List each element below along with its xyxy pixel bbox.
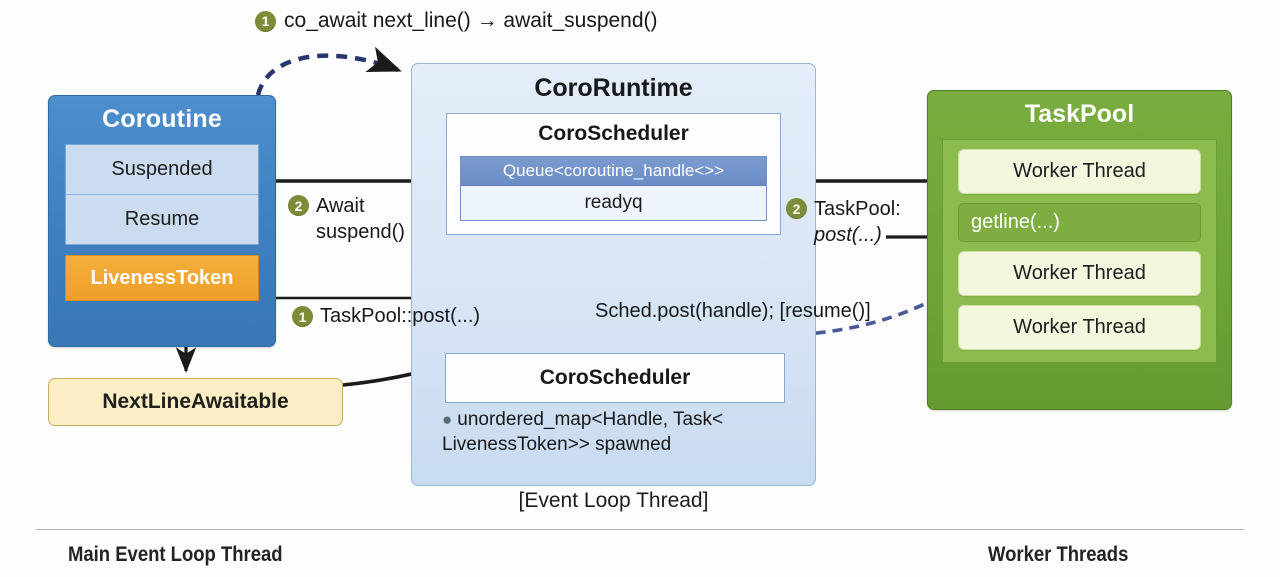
coro-scheduler-box-2: CoroScheduler bbox=[445, 353, 785, 403]
step-badge-1: 1 bbox=[255, 10, 276, 32]
event-loop-thread-label: [Event Loop Thread] bbox=[518, 489, 709, 512]
arrow-co-await-dashed bbox=[255, 46, 402, 96]
callout-await-suspend: 2 Await suspend() bbox=[288, 192, 418, 245]
taskpool-box: TaskPool Worker Thread getline(...) Work… bbox=[927, 90, 1232, 410]
coroutine-title: Coroutine bbox=[102, 105, 222, 133]
footer-divider bbox=[36, 529, 1244, 530]
liveness-token-box: LivenessToken bbox=[65, 255, 259, 301]
footer-label-main-thread: Main Event Loop Thread bbox=[68, 543, 283, 566]
step-badge-1-post: 1 bbox=[292, 306, 313, 328]
worker-thread-3: Worker Thread bbox=[958, 305, 1201, 350]
step-badge-2-await: 2 bbox=[288, 195, 309, 217]
callout-await-line2: suspend() bbox=[316, 220, 405, 243]
bullet-dot: ● bbox=[442, 410, 453, 429]
coroutime-runtime-title: CoroRuntime bbox=[534, 74, 693, 102]
footer-label-worker-threads: Worker Threads bbox=[988, 543, 1129, 566]
taskpool-title: TaskPool bbox=[1024, 100, 1135, 128]
callout-taskpool-2-line2: post(...) bbox=[814, 223, 882, 246]
callout-taskpool-2-line1: TaskPool: bbox=[814, 197, 901, 220]
taskpool-worker-list: Worker Thread getline(...) Worker Thread… bbox=[942, 139, 1217, 363]
coro-scheduler-title: CoroScheduler bbox=[538, 122, 689, 145]
coroutine-state-suspended: Suspended bbox=[66, 145, 258, 194]
nextline-awaitable-box: NextLineAwaitable bbox=[48, 378, 343, 426]
callout-sched-post: Sched.post(handle); [resume()] bbox=[595, 300, 871, 322]
readyq-table: Queue<coroutine_handle<>> readyq bbox=[460, 156, 767, 221]
coro-scheduler-box: CoroScheduler Queue<coroutine_handle<>> … bbox=[446, 113, 781, 235]
callout-taskpool-post: 1 TaskPool::post(...) bbox=[292, 305, 480, 328]
getline-task: getline(...) bbox=[958, 203, 1201, 242]
coroutine-state-list: Suspended Resume bbox=[65, 144, 259, 245]
scheduler-spawned-map: ●unordered_map<Handle, Task< LivenessTok… bbox=[442, 407, 792, 457]
coroutime-runtime-box: CoroRuntime CoroScheduler Queue<coroutin… bbox=[411, 63, 816, 486]
callout-await-line1: Await bbox=[316, 194, 365, 217]
callout-co-await: 1 co_await next_line() → await_suspend() bbox=[255, 9, 658, 33]
readyq-type-header: Queue<coroutine_handle<>> bbox=[461, 157, 766, 186]
coroutine-state-resume: Resume bbox=[66, 194, 258, 244]
callout-co-await-text: co_await next_line() → await_suspend() bbox=[284, 9, 658, 33]
scheduler-spawned-map-text: unordered_map<Handle, Task< LivenessToke… bbox=[442, 409, 724, 455]
callout-taskpool-post-2: 2 TaskPool: post(...) bbox=[786, 195, 906, 248]
coroutine-box: Coroutine Suspended Resume LivenessToken bbox=[48, 95, 276, 347]
worker-thread-2: Worker Thread bbox=[958, 251, 1201, 296]
callout-taskpool-post-text: TaskPool::post(...) bbox=[320, 305, 481, 328]
step-badge-2-taskpool: 2 bbox=[786, 198, 807, 220]
worker-thread-1: Worker Thread bbox=[958, 149, 1201, 194]
readyq-name: readyq bbox=[461, 186, 766, 220]
